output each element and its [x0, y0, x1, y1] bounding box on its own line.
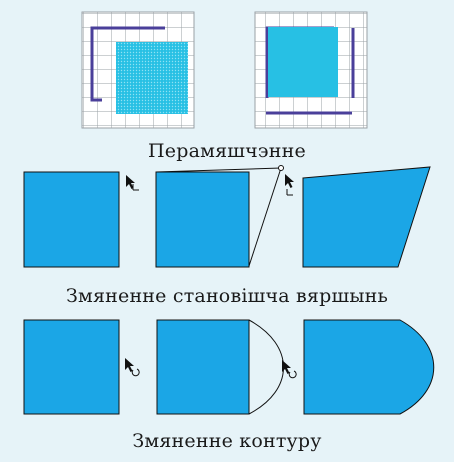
cursor-arrow-icon — [126, 175, 135, 189]
cursor-arrow-icon — [285, 174, 294, 188]
vertex-section — [23, 165, 431, 268]
caption-move: Перамяшчэнне — [148, 140, 306, 162]
curve-tool-icon — [282, 360, 297, 379]
square-before-curve[interactable] — [23, 319, 120, 415]
node-point-icon[interactable] — [278, 165, 284, 171]
caption-vertex-change: Змяненне становішча вяршынь — [65, 285, 389, 307]
moved-square-dotted[interactable] — [116, 42, 188, 114]
selection-frame-original — [90, 26, 165, 102]
final-square[interactable] — [268, 27, 338, 97]
rubber-band-top — [155, 167, 282, 173]
caption-contour-change: Змяненне контуру — [132, 430, 322, 452]
contour-section — [23, 319, 435, 415]
rubber-band-side — [248, 167, 282, 267]
trapezoid-result[interactable] — [302, 166, 431, 268]
move-section — [81, 11, 368, 129]
grid-panel-after — [254, 11, 368, 129]
square-initial[interactable] — [23, 171, 120, 268]
resize-corner-icon — [286, 189, 293, 196]
square-vertex-dragging[interactable] — [155, 171, 250, 268]
curve-tool-icon — [125, 358, 140, 377]
resize-corner-icon — [132, 184, 139, 191]
curve-outline — [248, 319, 284, 415]
rounded-shape-result[interactable] — [303, 319, 435, 415]
grid-panel-before — [81, 11, 195, 129]
square-curving[interactable] — [156, 319, 250, 415]
